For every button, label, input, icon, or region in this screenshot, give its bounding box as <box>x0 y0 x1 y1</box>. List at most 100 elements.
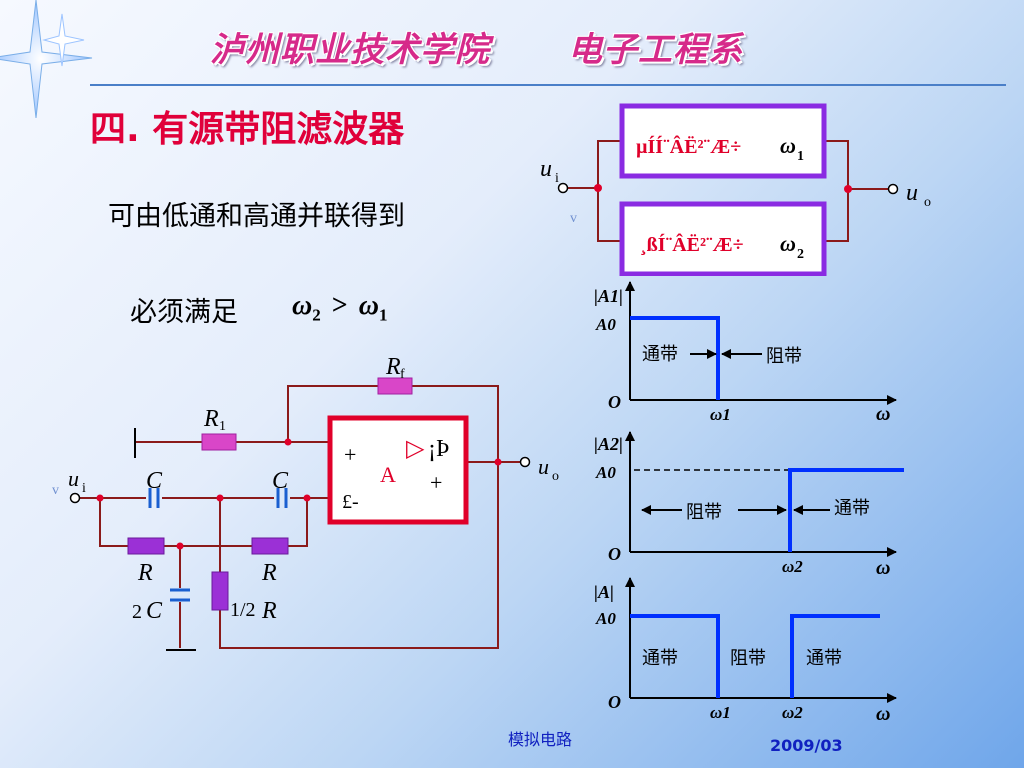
omega2-sub: 2 <box>797 247 804 262</box>
capacitor-c-right <box>276 488 288 508</box>
sparkle-star-icon <box>0 0 93 119</box>
circuit-output-terminal <box>519 456 531 468</box>
g3-a0: A0 <box>595 609 616 628</box>
g1-mark-w1: ω1 <box>710 405 731 424</box>
label-2: 2 <box>132 601 142 623</box>
g3-xlabel: ω <box>876 703 890 725</box>
cond-lhs-sub: 2 <box>312 305 321 325</box>
label-c-left: C <box>146 468 163 494</box>
opamp-minus: £- <box>342 491 359 513</box>
ground-symbols <box>134 428 196 651</box>
label-ui: u <box>68 466 79 491</box>
lowpass-curve <box>630 316 720 400</box>
g2-stopband: 阻带 <box>686 502 722 523</box>
label-2c: C <box>146 598 163 624</box>
g1-origin: O <box>608 392 621 412</box>
condition-text: 必须满足 <box>130 297 238 328</box>
bandstop-curve-low <box>630 614 720 698</box>
opamp-label: A <box>380 462 396 487</box>
label-r1-sub: 1 <box>219 419 226 434</box>
g1-a0: A0 <box>595 315 616 334</box>
condition-formula: ω2 > ω1 <box>292 290 387 326</box>
g3-stopband: 阻带 <box>730 648 766 669</box>
input-terminal <box>557 182 569 194</box>
graph-highpass: |A2| A0 O ω ω2 阻带 通带 <box>594 431 904 579</box>
header-banner: 泸州职业技术学院 电子工程系 <box>210 22 743 71</box>
g2-ylabel: |A2| <box>594 434 623 454</box>
g2-passband: 通带 <box>834 498 870 519</box>
bd-output-sub: o <box>924 195 931 210</box>
highpass-box <box>619 201 827 276</box>
circuit-input-terminal <box>69 492 81 504</box>
bd-output-u: u <box>906 180 918 206</box>
circuit-schematic: + £- ▷ ¡Þ A + R f R 1 C C R R 2 C 1/2 R … <box>52 354 559 651</box>
output-terminal <box>887 183 899 195</box>
response-graphs: |A1| A0 O ω ω1 通带 阻带 |A2| A0 O ω ω2 阻带 通… <box>594 281 904 725</box>
capacitor-2c <box>170 588 190 602</box>
junction-dot <box>594 184 602 192</box>
opamp-triangle-icon: ▷ <box>406 436 425 462</box>
g2-xlabel: ω <box>876 557 890 579</box>
label-rf: R <box>385 354 401 380</box>
parallel-text: 可由低通和高通并联得到 <box>108 201 405 232</box>
highpass-label: ¸ßÍ¨ÂË²¨Æ÷ <box>640 232 744 256</box>
cond-rhs: ω <box>358 290 379 321</box>
resistor-r-left <box>127 537 165 555</box>
footer-date: 2009/03 <box>770 736 843 755</box>
g2-a0: A0 <box>595 463 616 482</box>
bd-stray-mark: v <box>570 211 577 226</box>
g3-mark-w2: ω2 <box>782 703 803 722</box>
resistor-r-right <box>251 537 289 555</box>
label-c-right: C <box>272 468 289 494</box>
lowpass-box <box>619 103 827 179</box>
label-uo-sub: o <box>552 469 559 484</box>
graph-bandstop: |A| A0 O ω ω1 ω2 通带 阻带 通带 <box>594 577 897 725</box>
g1-xlabel: ω <box>876 403 890 425</box>
g1-passband: 通带 <box>642 344 678 365</box>
omega2-label: ω <box>780 231 796 256</box>
resistor-r1 <box>201 433 237 451</box>
label-r1: R <box>203 406 219 432</box>
resistor-rf <box>377 377 413 395</box>
page-title: 四. 有源带阻滤波器 <box>90 109 405 150</box>
label-r-right: R <box>261 560 277 586</box>
g3-origin: O <box>608 692 621 712</box>
bd-input-sub: i <box>555 171 559 186</box>
resistor-half-r <box>211 571 229 611</box>
cond-rhs-sub: 1 <box>378 305 388 325</box>
block-diagram: µÍÍ¨ÂË²¨Æ÷ ω 1 ¸ßÍ¨ÂË²¨Æ÷ ω 2 u i u o v <box>540 103 931 276</box>
footer-course: 模拟电路 <box>508 730 573 749</box>
circuit-nodes <box>96 438 502 550</box>
label-r-left: R <box>137 560 153 586</box>
label-half: 1/2 <box>230 599 256 621</box>
g3-passband-high: 通带 <box>806 648 842 669</box>
g2-mark-w2: ω2 <box>782 557 803 576</box>
header-divider <box>90 84 1006 86</box>
label-half-r: R <box>261 598 277 624</box>
header-dept: 电子工程系 <box>568 30 743 70</box>
highpass-curve <box>788 468 904 552</box>
opamp-plus-right: + <box>430 470 442 495</box>
g3-mark-w1: ω1 <box>710 703 731 722</box>
opamp-infinity: ¡Þ <box>428 436 449 462</box>
bd-input-u: u <box>540 156 552 182</box>
circuit-wires <box>80 385 520 649</box>
label-ui-sub: i <box>82 481 86 496</box>
cond-op: > <box>331 290 348 321</box>
g1-ylabel: |A1| <box>594 286 623 306</box>
label-uo: u <box>538 454 549 479</box>
bandstop-curve-high <box>790 614 880 698</box>
header-school: 泸州职业技术学院 <box>210 30 490 70</box>
cond-lhs: ω <box>292 290 313 321</box>
graph-lowpass: |A1| A0 O ω ω1 通带 阻带 <box>594 281 897 425</box>
g3-passband-low: 通带 <box>642 648 678 669</box>
g1-stopband: 阻带 <box>766 346 802 367</box>
opamp-box <box>327 415 469 525</box>
label-rf-sub: f <box>400 367 405 382</box>
opamp-plus-top: + <box>344 442 356 467</box>
g2-origin: O <box>608 544 621 564</box>
lowpass-label: µÍÍ¨ÂË²¨Æ÷ <box>636 134 741 158</box>
capacitor-c-left <box>148 488 160 508</box>
g3-ylabel: |A| <box>594 582 614 602</box>
omega1-sub: 1 <box>797 149 804 164</box>
